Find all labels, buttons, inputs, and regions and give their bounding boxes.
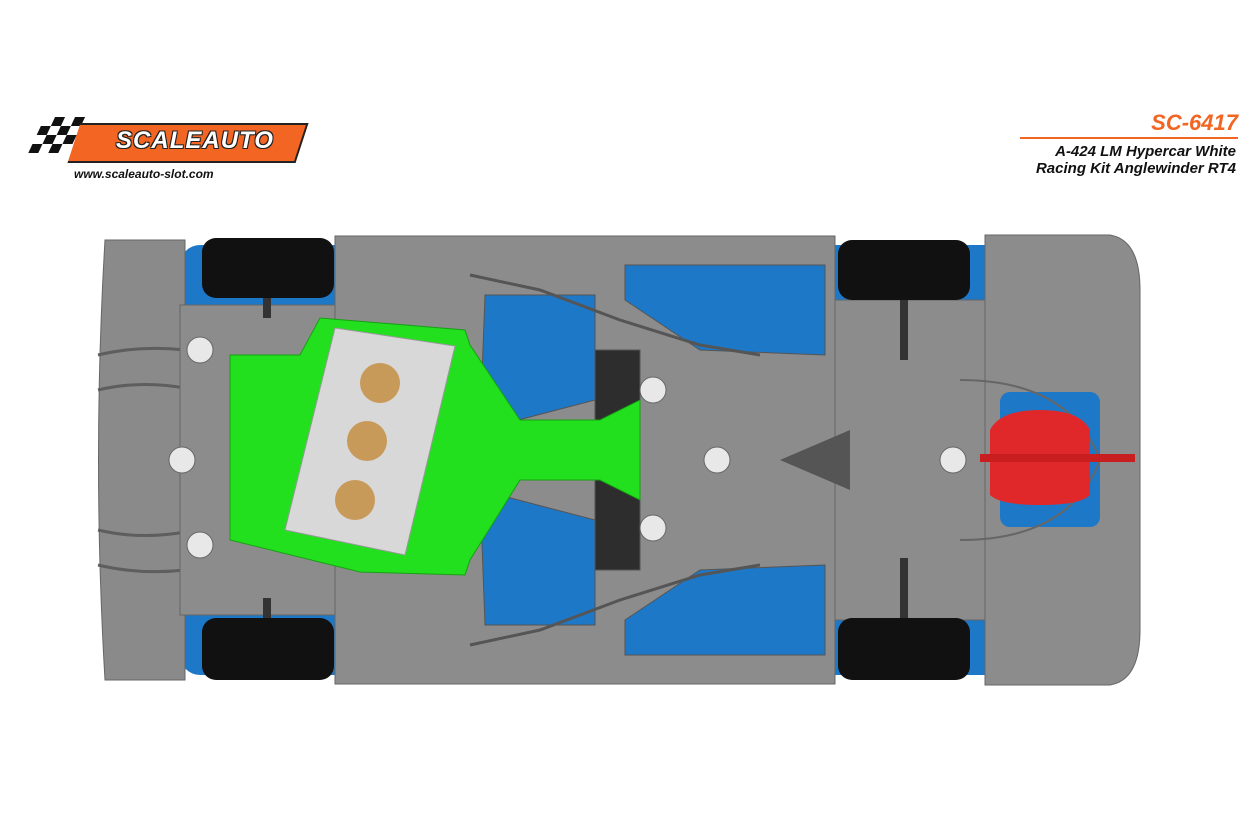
product-title-line2: Racing Kit Anglewinder RT4 (1035, 160, 1236, 177)
scaleauto-logo: SCALEAUTO (26, 115, 309, 165)
logo-text: SCALEAUTO (116, 127, 274, 154)
product-title: A-424 LM Hypercar White Racing Kit Angle… (1036, 143, 1236, 177)
braid-wires (469, 273, 761, 647)
diffuser-fins (97, 346, 186, 574)
product-title-line1: A-424 LM Hypercar White (1055, 143, 1236, 160)
guide-blade (980, 410, 1135, 505)
website-url[interactable]: www.scaleauto-slot.com (74, 167, 214, 181)
wheels (202, 238, 970, 680)
screws (168, 336, 967, 559)
chassis-cutouts (479, 264, 826, 656)
motor-vents (335, 363, 400, 520)
divider (1020, 137, 1238, 139)
triangle-cutout (780, 430, 850, 490)
rear-left-wheel (202, 238, 334, 298)
front-right-wheel (838, 618, 970, 680)
product-code: SC-6417 (1151, 110, 1238, 135)
rear-right-wheel (202, 618, 334, 680)
front-left-wheel (838, 240, 970, 300)
